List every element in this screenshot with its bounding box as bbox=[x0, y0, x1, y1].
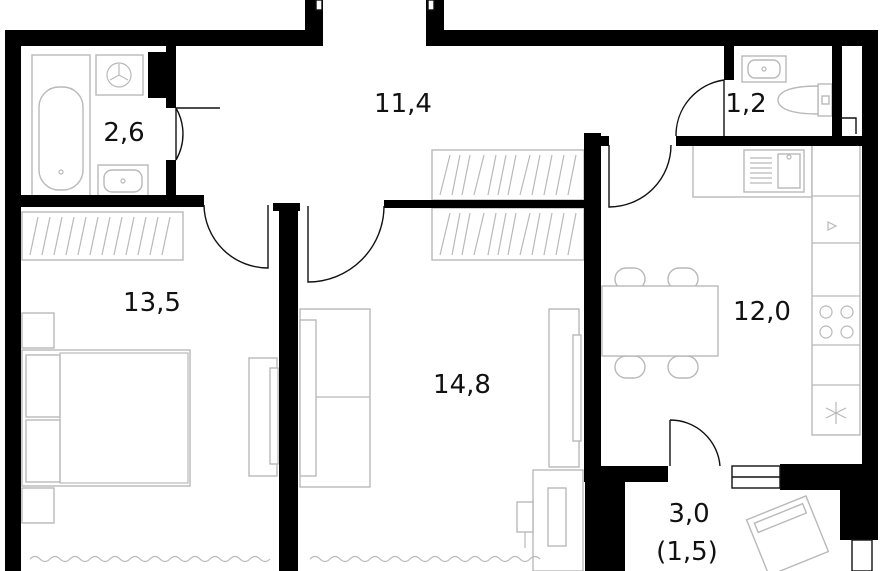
radiator bbox=[29, 555, 541, 563]
furniture bbox=[21, 54, 861, 571]
washing-machine-icon bbox=[95, 54, 144, 96]
toilet-sink-icon bbox=[741, 55, 787, 83]
room-area-living-room: 14,8 bbox=[433, 370, 491, 400]
room-area-balcony: 3,0 bbox=[668, 499, 709, 529]
room-area-hallway: 11,4 bbox=[374, 89, 432, 119]
bed-icon bbox=[21, 312, 191, 524]
room-area-bedroom: 13,5 bbox=[123, 288, 181, 318]
room-area-kitchen: 12,0 bbox=[733, 297, 791, 327]
bedroom-tv-icon bbox=[248, 357, 279, 477]
hall-wardrobe bbox=[431, 149, 585, 201]
desk-icon bbox=[516, 469, 584, 571]
sofa-icon bbox=[299, 308, 371, 488]
windows bbox=[315, 0, 873, 571]
walls bbox=[5, 0, 878, 571]
armchair-icon bbox=[745, 494, 830, 571]
room-labels: 2,6 11,4 1,2 13,5 14,8 12,0 3,0 (1,5) bbox=[103, 89, 791, 567]
room-area-bathroom: 2,6 bbox=[103, 118, 144, 148]
kitchen-sink-icon bbox=[743, 149, 805, 193]
living-wardrobe bbox=[431, 207, 585, 261]
toilet-icon bbox=[777, 83, 833, 117]
fridge-icon bbox=[825, 402, 847, 424]
cooktop-icon bbox=[819, 305, 854, 339]
bathtub-icon bbox=[31, 54, 91, 198]
doors bbox=[175, 79, 857, 467]
room-area-toilet: 1,2 bbox=[725, 89, 766, 119]
living-tv-icon bbox=[548, 308, 582, 468]
room-area-balcony-reduced: (1,5) bbox=[656, 537, 718, 567]
bedroom-wardrobe bbox=[21, 211, 184, 261]
dining-table-icon bbox=[601, 267, 719, 379]
sink-icon bbox=[97, 164, 149, 198]
